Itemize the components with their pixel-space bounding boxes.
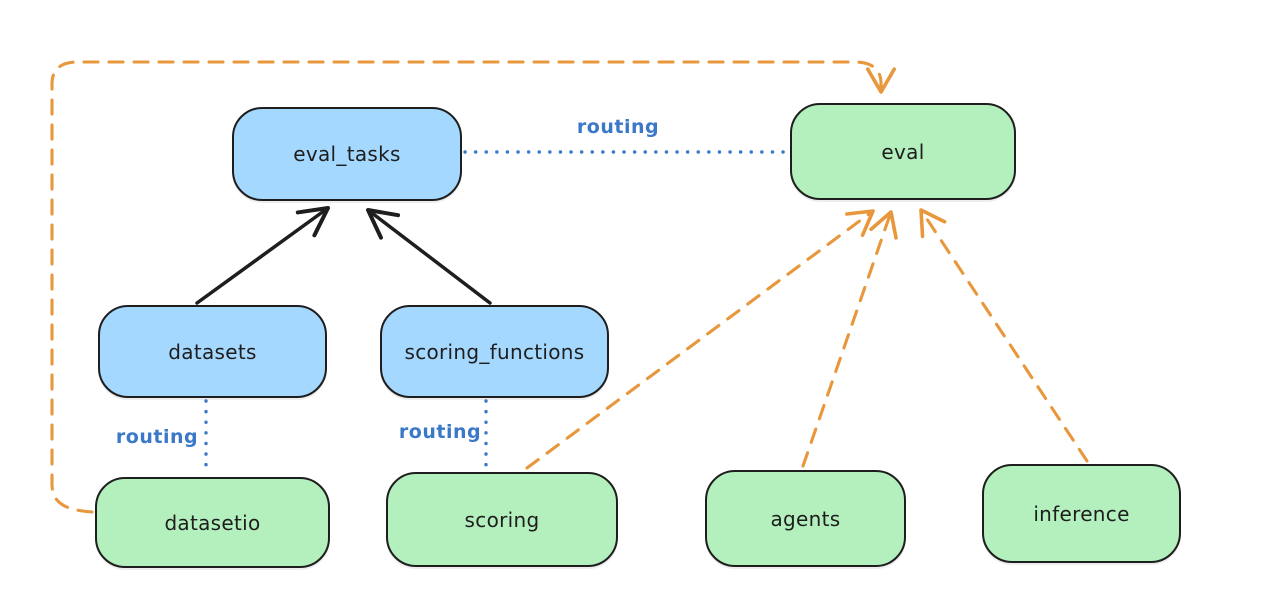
edge-label-routing-eval-tasks-eval: routing [576, 116, 660, 138]
edge-datasets-to-eval-tasks [195, 206, 330, 305]
edge-label-routing-scoring-functions-scoring: routing [398, 421, 482, 443]
node-datasetio: datasetio [95, 477, 330, 568]
edge-agents-to-eval [801, 210, 898, 468]
node-scoring-functions-label: scoring_functions [404, 339, 585, 364]
node-eval-tasks-label: eval_tasks [293, 142, 401, 166]
node-inference: inference [982, 464, 1181, 563]
node-scoring: scoring [386, 472, 618, 567]
node-agents-label: agents [770, 506, 841, 531]
node-datasetio-label: datasetio [164, 510, 261, 535]
node-eval-tasks: eval_tasks [232, 107, 462, 201]
node-eval-label: eval [881, 139, 925, 164]
edge-inference-to-eval [919, 208, 1089, 463]
edge-scoring-to-eval [525, 209, 875, 470]
node-datasets: datasets [98, 305, 327, 398]
edge-datasetio-to-eval [50, 60, 896, 514]
node-eval: eval [790, 103, 1016, 200]
node-datasets-label: datasets [168, 339, 257, 364]
node-scoring-label: scoring [464, 507, 540, 532]
edge-label-routing-datasets-datasetio: routing [115, 426, 199, 448]
node-scoring-functions: scoring_functions [380, 305, 609, 398]
node-agents: agents [705, 470, 906, 567]
edge-scoring-functions-to-eval-tasks [366, 208, 492, 305]
node-inference-label: inference [1033, 501, 1130, 526]
